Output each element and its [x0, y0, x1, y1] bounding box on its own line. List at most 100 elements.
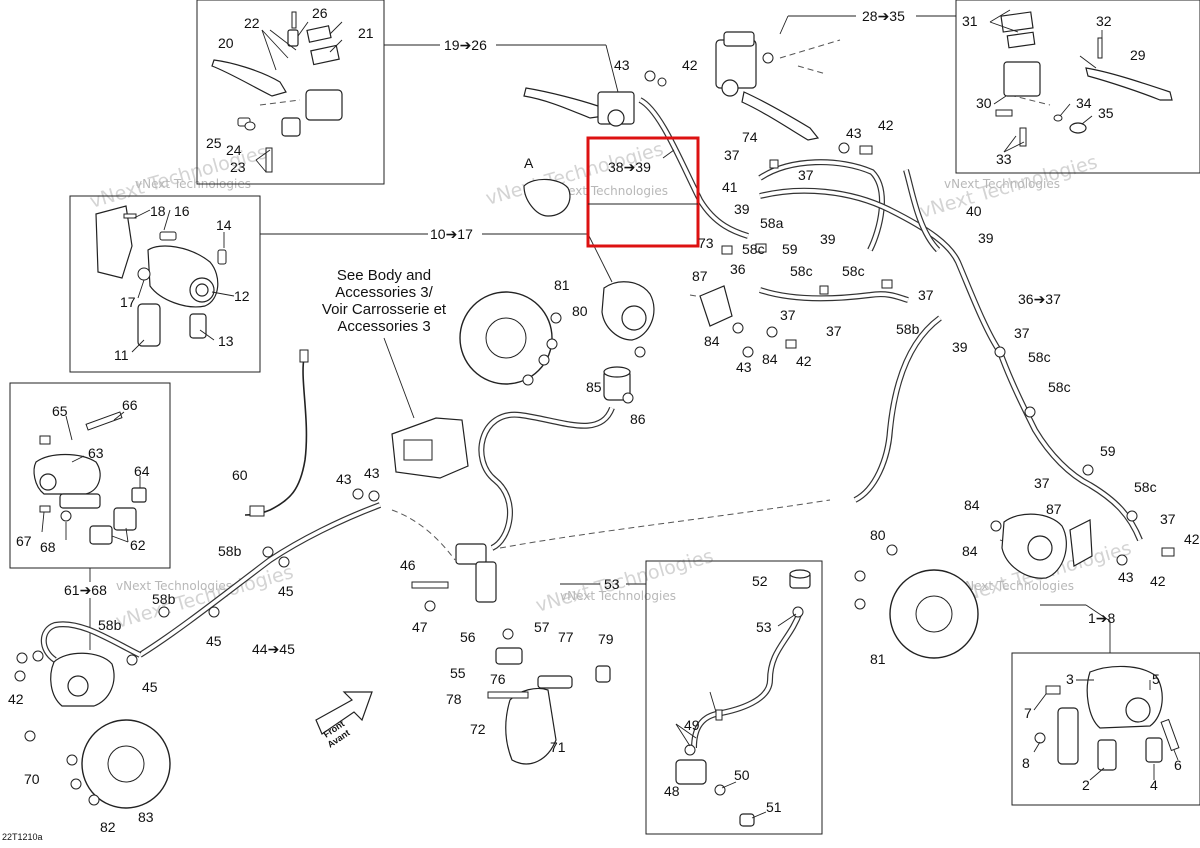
part-label: 32 — [1096, 13, 1112, 29]
part-label: 86 — [630, 411, 646, 427]
part-label: 58b — [896, 321, 920, 337]
part-label: 57 — [534, 619, 550, 635]
part-label: 78 — [446, 691, 462, 707]
part-label: 66 — [122, 397, 138, 413]
range-label: 28➔35 — [862, 8, 905, 24]
part-label: 42 — [878, 117, 894, 133]
part-label: 84 — [762, 351, 778, 367]
part-label: 58c — [1028, 349, 1051, 365]
part-label: 29 — [1130, 47, 1146, 63]
part-label: 59 — [782, 241, 798, 257]
part-label: 81 — [870, 651, 886, 667]
watermark-text: vNext Technologies — [116, 579, 232, 593]
part-label: 71 — [550, 739, 566, 755]
part-label: 52 — [752, 573, 768, 589]
range-label: 53 — [604, 576, 620, 592]
part-label: 33 — [996, 151, 1012, 167]
part-label: 42 — [796, 353, 812, 369]
part-label: 51 — [766, 799, 782, 815]
part-label: 40 — [966, 203, 982, 219]
range-label: 38➔39 — [608, 159, 651, 175]
part-label: 70 — [24, 771, 40, 787]
brake-hoses — [40, 97, 1143, 749]
part-label: 49 — [684, 717, 700, 733]
part-label: 42 — [8, 691, 24, 707]
connector-lines — [89, 15, 1111, 653]
watermark-text: vNext Technologies — [552, 184, 668, 198]
part-label: 45 — [278, 583, 294, 599]
reference-code: 22T1210a — [2, 832, 43, 842]
part-label: 37 — [1014, 325, 1030, 341]
note-line: Accessories 3/ — [335, 284, 433, 301]
part-label: 41 — [722, 179, 738, 195]
part-label: 43 — [336, 471, 352, 487]
part-label: 2 — [1082, 777, 1090, 793]
part-label: 87 — [1046, 501, 1062, 517]
highlight-box — [586, 136, 700, 248]
part-label: 35 — [1098, 105, 1114, 121]
part-label: 58b — [98, 617, 122, 633]
part-label: 58c — [842, 263, 865, 279]
range-label: 10➔17 — [430, 226, 473, 242]
part-label: 11 — [114, 347, 129, 363]
part-label: 43 — [736, 359, 752, 375]
part-label: 26 — [312, 5, 328, 21]
part-label: 37 — [780, 307, 796, 323]
part-label: 62 — [130, 537, 146, 553]
part-label: 48 — [664, 783, 680, 799]
part-label: 59 — [1100, 443, 1116, 459]
part-label: 42 — [1150, 573, 1166, 589]
part-label: 80 — [572, 303, 588, 319]
part-label: 73 — [698, 235, 714, 251]
note-line: Voir Carrosserie et — [322, 301, 447, 318]
part-label: 58b — [152, 591, 176, 607]
range-labels: 28➔35 19➔26 10➔17 38➔39 36➔37 61➔68 44➔4… — [64, 8, 1116, 657]
part-label: 8 — [1022, 755, 1030, 771]
part-label: 39 — [978, 230, 994, 246]
part-label: 5 — [1152, 671, 1160, 687]
part-label: 43 — [846, 125, 862, 141]
part-label: 85 — [586, 379, 602, 395]
part-label: 37 — [1160, 511, 1176, 527]
part-label: 30 — [976, 95, 992, 111]
part-label: 4 — [1150, 777, 1158, 793]
watermark-text: vNext Technologies — [944, 177, 1060, 191]
part-label: 12 — [234, 288, 250, 304]
part-label: 65 — [52, 403, 68, 419]
rear-caliper-left-group — [33, 411, 147, 545]
watermark-text: vNext Technologies — [135, 177, 251, 191]
part-number-labels: 22 26 21 20 25 24 23 19 43 42 31 32 29 3… — [8, 5, 1200, 835]
part-label: 58b — [218, 543, 242, 559]
part-label: 83 — [138, 809, 154, 825]
main-parts — [50, 31, 1093, 809]
rear-caliper-right-group — [1033, 665, 1180, 781]
part-label: 77 — [558, 629, 574, 645]
part-label: 37 — [798, 167, 814, 183]
master-cylinder-right-group — [989, 9, 1173, 153]
part-label: 58c — [790, 263, 813, 279]
part-label: 43 — [364, 465, 380, 481]
part-label: 50 — [734, 767, 750, 783]
part-label: 21 — [358, 25, 374, 41]
inset-rear-master-cylinder — [645, 560, 823, 835]
part-label: 37 — [826, 323, 842, 339]
part-label: 84 — [964, 497, 980, 513]
part-label: 68 — [40, 539, 56, 555]
part-label: 23 — [230, 159, 246, 175]
part-label: 81 — [554, 277, 570, 293]
part-label: 20 — [218, 35, 234, 51]
part-label: 74 — [742, 129, 758, 145]
part-label: 46 — [400, 557, 416, 573]
part-label: 13 — [218, 333, 234, 349]
part-label: 22 — [244, 15, 260, 31]
inset-master-cylinder-right — [955, 0, 1200, 174]
part-label: 17 — [120, 294, 136, 310]
watermark-text: vNext Technologies — [958, 579, 1074, 593]
rear-master-inset-group — [675, 569, 811, 827]
part-label: 39 — [734, 201, 750, 217]
part-label: 45 — [206, 633, 222, 649]
range-label: 19➔26 — [444, 37, 487, 53]
part-label: 45 — [142, 679, 158, 695]
part-label: 43 — [1118, 569, 1134, 585]
